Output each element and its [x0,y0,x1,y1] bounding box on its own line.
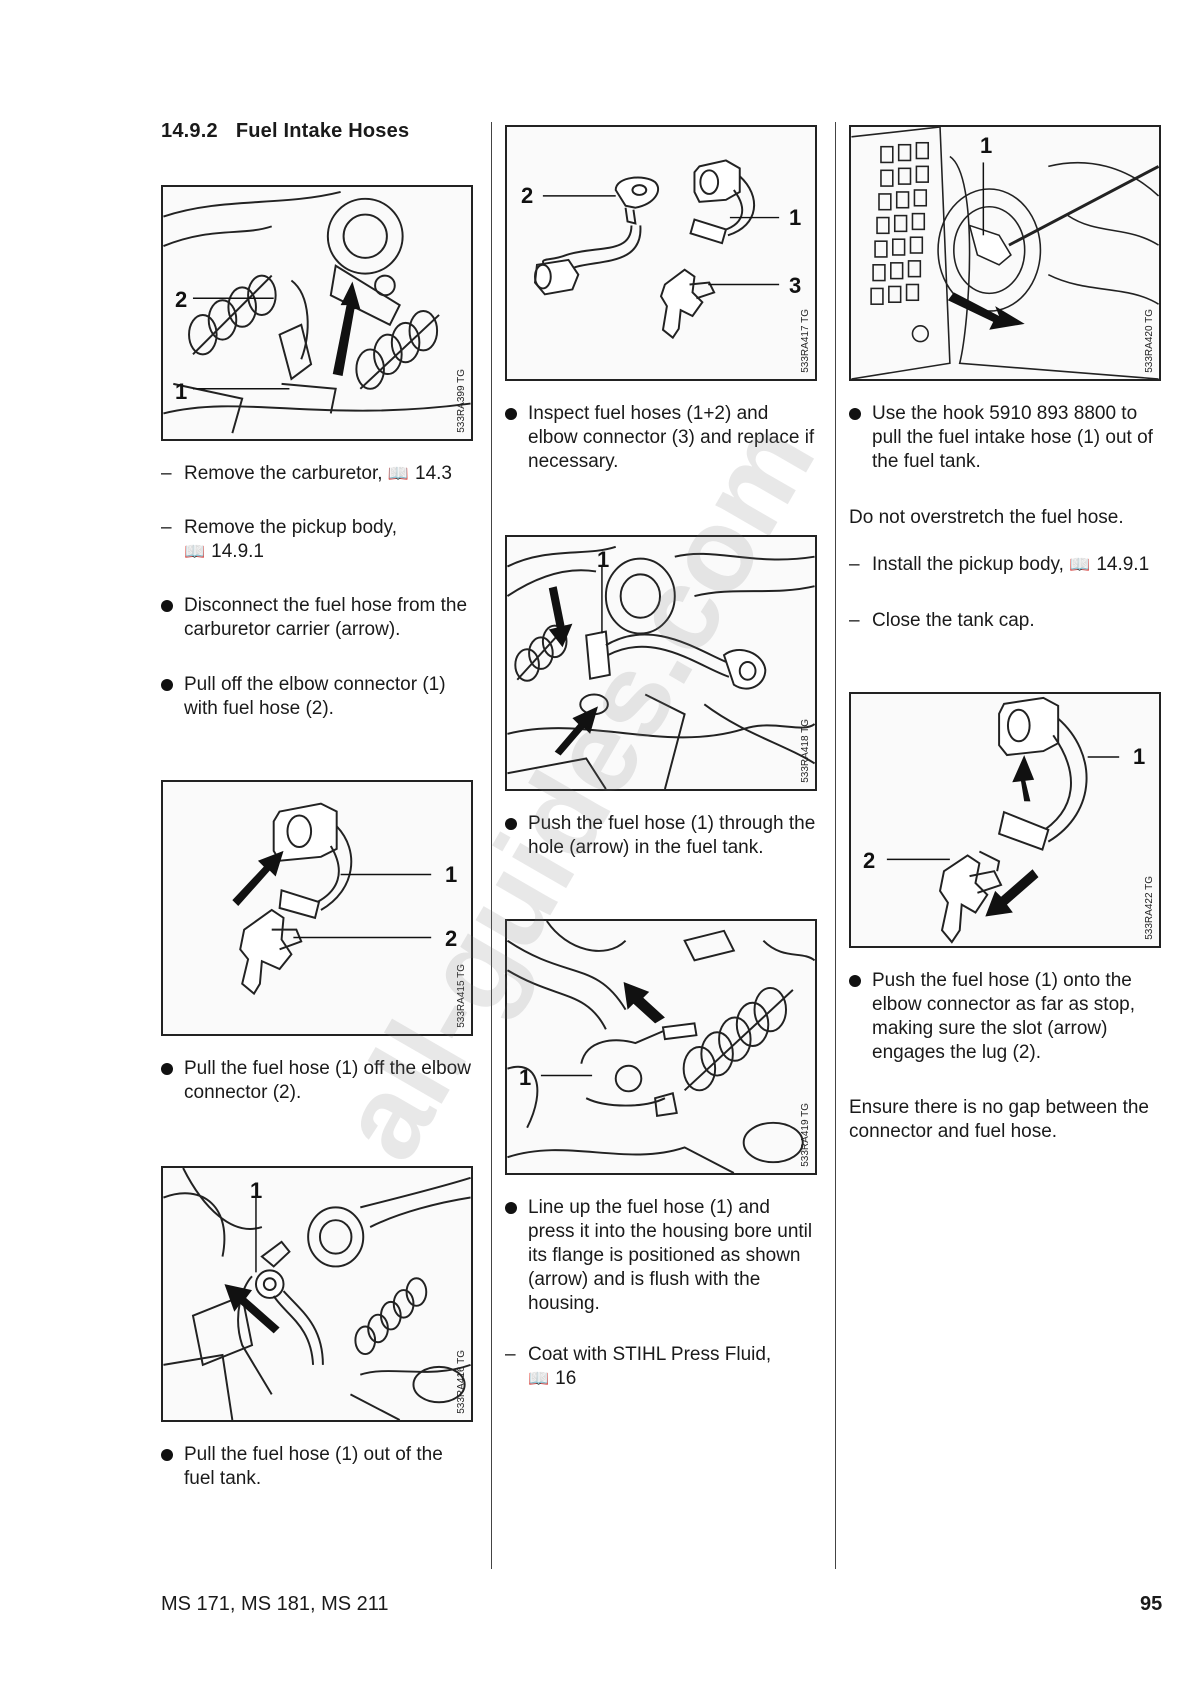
step-text: Close the tank cap. [872,610,1035,631]
step-text: Push the fuel hose (1) onto the elbow co… [872,970,1135,1063]
bullet-icon [505,1202,517,1214]
callout-2: 2 [521,183,534,208]
section-title: Fuel Intake Hoses [235,120,410,142]
callout-1: 1 [519,1065,532,1090]
figure-533RA418: 1 533RA418 TG [505,535,817,791]
step-text: Pull off the elbow connector (1) with fu… [184,674,446,719]
note-do-not-overstretch: Do not overstretch the fuel hose. [849,507,1124,528]
step-text: Remove the carburetor, [184,463,383,484]
callout-1: 1 [980,133,993,158]
step-line-up-hose: Line up the fuel hose (1) and press it i… [505,1196,820,1316]
dash-marker: – [849,554,860,575]
hose-through-tank-hole-drawing [507,545,815,789]
bullet-icon [505,818,517,830]
bullet-icon [849,975,861,987]
open-book-icon: 📖 [528,1369,550,1388]
step-remove-carburetor: – Remove the carburetor, 📖 14.3 [161,462,476,486]
step-use-hook: Use the hook 5910 893 8800 to pull the f… [849,402,1164,474]
figure-code: 533RA417 TG [800,309,811,373]
column-divider-1 [491,122,492,1569]
figure-533RA416: 1 533RA416 TG [161,1166,473,1422]
hose-from-tank-drawing [163,1168,471,1420]
figure-code: 533RA415 TG [456,964,467,1028]
step-text: Disconnect the fuel hose from the carbur… [184,595,468,640]
step-text: Remove the pickup body, [184,517,397,538]
step-push-hose-through-hole: Push the fuel hose (1) through the hole … [505,812,820,860]
bullet-icon [505,408,517,420]
page-number: 95 [1140,1593,1163,1615]
figure-533RA420: 1 533RA420 TG [849,125,1161,381]
callout-2: 2 [863,848,876,873]
step-pull-elbow: Pull off the elbow connector (1) with fu… [161,673,476,721]
figure-code: 533RA416 TG [456,1350,467,1414]
figure-533RA422: 1 2 533RA422 TG [849,692,1161,948]
hook-pulling-hose-drawing [851,127,1159,379]
hose-and-elbow-drawing [232,802,432,996]
callout-1: 1 [175,379,188,404]
step-text: Inspect fuel hoses (1+2) and elbow conne… [528,403,815,472]
step-push-hose-onto-elbow: Push the fuel hose (1) onto the elbow co… [849,969,1164,1065]
callout-2: 2 [445,926,458,951]
callout-1: 1 [1133,744,1146,769]
step-inspect-hoses: Inspect fuel hoses (1+2) and elbow conne… [505,402,820,474]
step-install-pickup-body: – Install the pickup body, 📖 14.9.1 [849,553,1179,577]
step-text: Install the pickup body, [872,554,1064,575]
hose-flange-in-housing-drawing [507,921,815,1173]
hoses-and-elbow-parts-drawing [533,159,780,340]
bullet-icon [161,679,173,691]
step-text: Coat with STIHL Press Fluid, [528,1344,772,1365]
callout-1: 1 [250,1178,263,1203]
section-heading: 14.9.2 Fuel Intake Hoses [161,120,409,143]
step-close-tank-cap: – Close the tank cap. [849,609,1164,633]
step-pull-hose-off-elbow: Pull the fuel hose (1) off the elbow con… [161,1057,476,1105]
column-divider-2 [835,122,836,1569]
figure-code: 533RA399 TG [456,369,467,433]
step-text: Pull the fuel hose (1) out of the fuel t… [184,1444,443,1489]
dash-marker: – [505,1344,516,1365]
bullet-icon [161,1063,173,1075]
reference-link[interactable]: 14.3 [415,463,452,484]
section-number: 14.9.2 [161,120,218,142]
carburetor-carrier-drawing [163,190,471,434]
dash-marker: – [849,610,860,631]
step-text: Line up the fuel hose (1) and press it i… [528,1197,813,1314]
step-remove-pickup-body: – Remove the pickup body, 📖 14.9.1 [161,516,476,564]
open-book-icon: 📖 [184,542,206,561]
figure-533RA417: 2 1 3 533RA417 TG [505,125,817,381]
step-coat-press-fluid: – Coat with STIHL Press Fluid, 📖 16 [505,1343,820,1391]
figure-code: 533RA419 TG [800,1103,811,1167]
dash-marker: – [161,463,172,484]
open-book-icon: 📖 [387,464,409,483]
callout-1: 1 [789,205,802,230]
step-text: Use the hook 5910 893 8800 to pull the f… [872,403,1153,472]
callout-1: 1 [445,862,458,887]
figure-code: 533RA418 TG [800,719,811,783]
reference-link[interactable]: 14.9.1 [1096,554,1150,575]
figure-533RA415: 1 2 533RA415 TG [161,780,473,1036]
note-no-gap: Ensure there is no gap between the conne… [849,1097,1149,1142]
reference-link[interactable]: 14.9.1 [211,541,264,562]
footer-models: MS 171, MS 181, MS 211 [161,1593,389,1615]
bullet-icon [161,600,173,612]
step-pull-hose-out-of-tank: Pull the fuel hose (1) out of the fuel t… [161,1443,476,1491]
step-disconnect-hose: Disconnect the fuel hose from the carbur… [161,594,476,642]
figure-533RA399: 2 1 533RA399 TG [161,185,473,441]
dash-marker: – [161,517,172,538]
step-text: Pull the fuel hose (1) off the elbow con… [184,1058,471,1103]
callout-2: 2 [175,287,188,312]
figure-533RA419: 1 533RA419 TG [505,919,817,1175]
figure-code: 533RA420 TG [1144,309,1155,373]
bullet-icon [161,1449,173,1461]
bullet-icon [849,408,861,420]
callout-3: 3 [789,273,802,298]
step-text: Push the fuel hose (1) through the hole … [528,813,816,858]
open-book-icon: 📖 [1069,555,1091,574]
hose-onto-elbow-drawing [886,696,1120,944]
figure-code: 533RA422 TG [1144,876,1155,940]
callout-1: 1 [597,547,610,572]
reference-link[interactable]: 16 [555,1368,577,1389]
